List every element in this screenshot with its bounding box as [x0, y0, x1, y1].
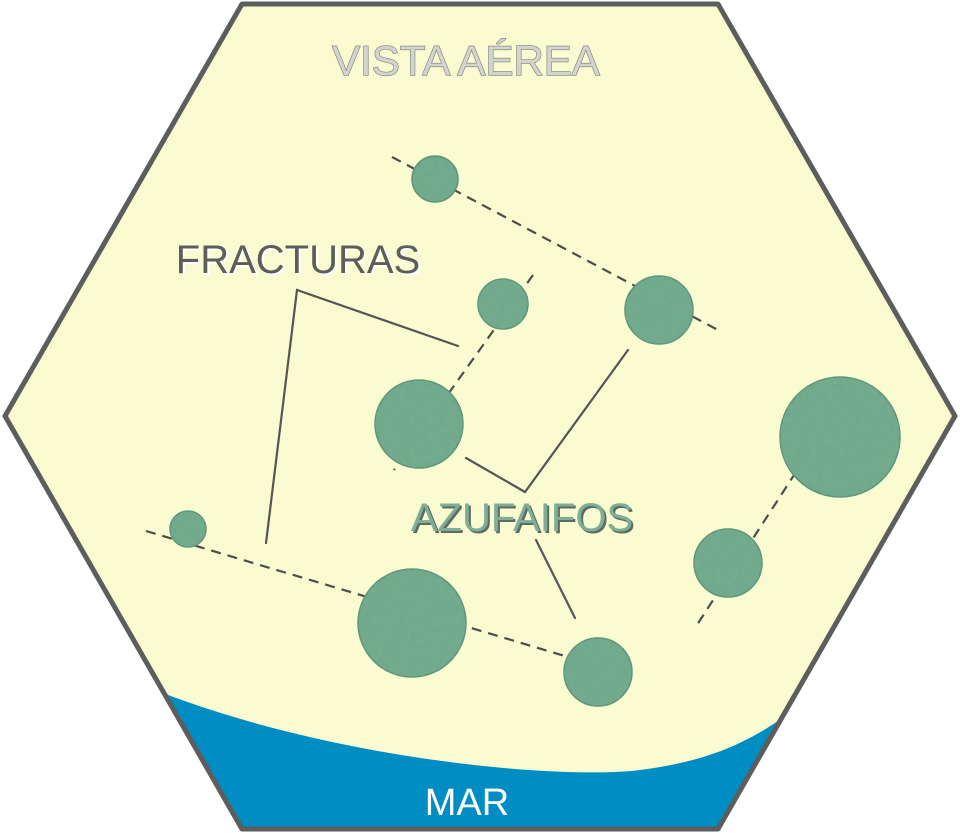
sea-label: MAR	[425, 782, 509, 824]
tree-canopy-icon	[411, 155, 459, 203]
tree-canopy-icon	[374, 379, 464, 469]
fractures-leader	[264, 288, 460, 545]
tree-canopy-icon	[624, 275, 694, 345]
trees-leader-upper	[464, 348, 630, 494]
tree-canopy-icon	[693, 528, 763, 598]
fractures-label: FRACTURAS	[176, 238, 420, 282]
sea-area	[5, 688, 955, 829]
tree-canopies	[169, 155, 901, 707]
hexagon-background	[5, 4, 955, 829]
trees-label: AZUFAIFOS	[411, 496, 633, 540]
tree-canopy-icon	[357, 568, 467, 678]
tree-canopy-icon	[169, 510, 207, 548]
tree-canopy-icon	[779, 376, 901, 498]
tree-canopy-icon	[477, 278, 529, 330]
trees-leader-lower	[534, 538, 577, 620]
fractures-label-shadow: FRACTURAS	[178, 240, 422, 284]
leader-lines	[264, 288, 630, 620]
tree-canopy-icon	[563, 637, 633, 707]
trees-label-shadow: AZUFAIFOS	[413, 498, 635, 542]
diagram-title: VISTA AÉREA	[332, 37, 600, 84]
